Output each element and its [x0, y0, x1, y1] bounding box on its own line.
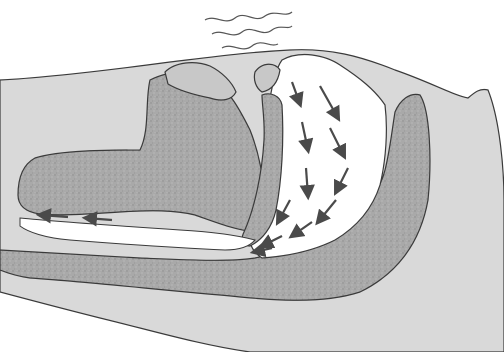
sound-wave-3 [222, 43, 278, 49]
sound-waves [205, 12, 292, 49]
sound-wave-1 [205, 12, 292, 21]
sound-wave-2 [212, 26, 292, 35]
